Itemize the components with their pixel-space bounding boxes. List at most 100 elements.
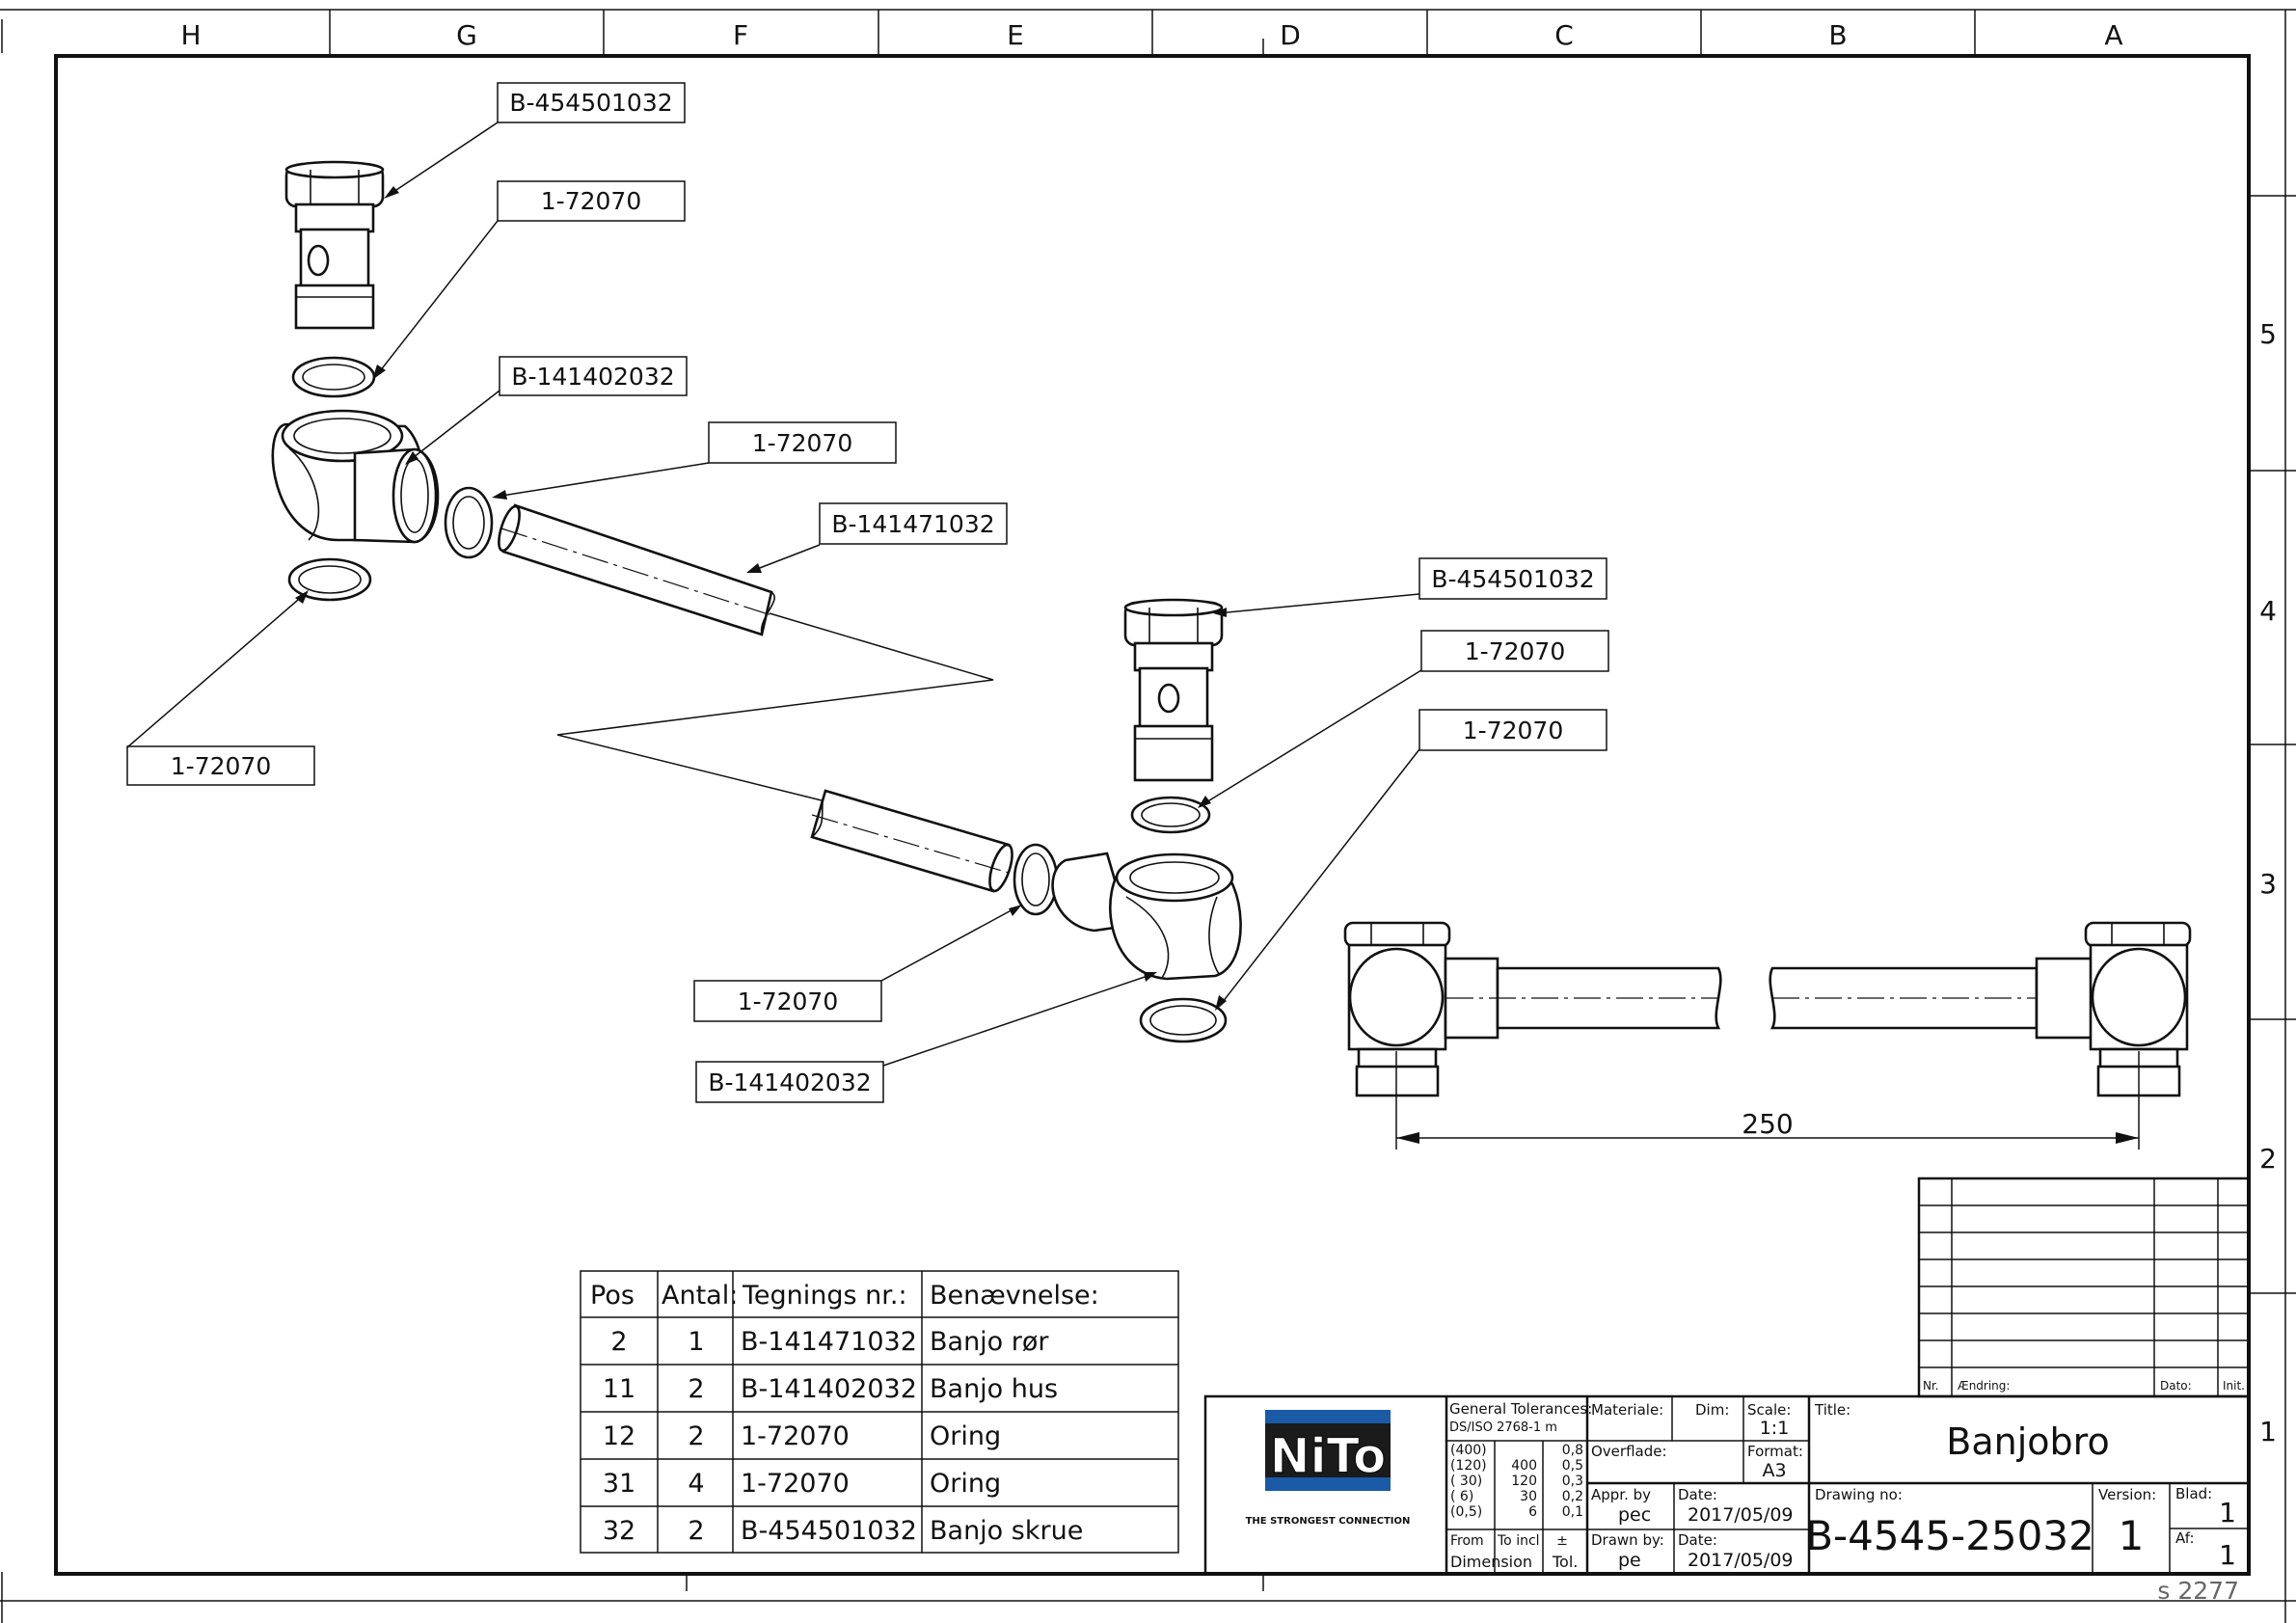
banjo-bolt-upper bbox=[284, 160, 385, 330]
footer-code: s 2277 bbox=[2157, 1577, 2239, 1605]
version-label: Version: bbox=[2098, 1486, 2156, 1503]
callout-box: B-141471032 bbox=[819, 502, 1008, 545]
approval-date-value: 2017/05/09 bbox=[1688, 1504, 1794, 1526]
bom-cell-drawing-no: 1-72070 bbox=[741, 1469, 850, 1499]
callout-box: 1-72070 bbox=[1418, 709, 1607, 751]
bom-row: 2 1 B-141471032 Banjo rør bbox=[610, 1327, 1049, 1357]
exploded-assembly-upper bbox=[271, 160, 775, 636]
bom-row: 32 2 B-454501032 Banjo skrue bbox=[603, 1516, 1083, 1546]
tolerance-to-value: 120 bbox=[1511, 1474, 1537, 1489]
drawn-by-label: Drawn by: bbox=[1591, 1531, 1664, 1549]
logo-tagline: THE STRONGEST CONNECTION bbox=[1246, 1516, 1411, 1527]
callout-box: 1-72070 bbox=[708, 421, 897, 464]
bom-cell-qty: 2 bbox=[688, 1516, 704, 1546]
o-ring bbox=[1013, 843, 1059, 916]
tolerance-table: (400) (120) ( 30) ( 6) (0,5) 400 120 30 … bbox=[1450, 1443, 1583, 1520]
bill-of-materials: Pos Antal: Tegnings nr.: Benævnelse: 2 1… bbox=[580, 1270, 1179, 1554]
bom-cell-pos: 32 bbox=[603, 1516, 635, 1546]
approved-by-value: pec bbox=[1618, 1504, 1651, 1526]
o-ring bbox=[1130, 796, 1211, 834]
callout-label: 1-72070 bbox=[1463, 717, 1563, 744]
sheet-frame bbox=[0, 9, 2296, 1623]
bom-row: 11 2 B-141402032 Banjo hus bbox=[603, 1374, 1058, 1404]
bom-cell-description: Oring bbox=[930, 1469, 1001, 1499]
callout-label: B-454501032 bbox=[509, 89, 672, 117]
bom-cell-pos: 12 bbox=[603, 1421, 635, 1451]
callout-box: 1-72070 bbox=[126, 745, 315, 786]
banjo-bolt-lower bbox=[1123, 598, 1224, 782]
drawn-date-value: 2017/05/09 bbox=[1688, 1550, 1794, 1571]
drawing-title: Banjobro bbox=[1946, 1420, 2109, 1463]
bom-cell-drawing-no: 1-72070 bbox=[741, 1421, 850, 1451]
tolerance-standard: DS/ISO 2768-1 m bbox=[1449, 1420, 1557, 1435]
callout-box: 1-72070 bbox=[693, 980, 882, 1022]
assembled-view: 250 bbox=[1343, 921, 2192, 1150]
bom-cell-pos: 11 bbox=[603, 1374, 635, 1404]
callout-label: B-141402032 bbox=[511, 363, 674, 391]
title-label: Title: bbox=[1814, 1401, 1850, 1419]
zone-col-label: E bbox=[1007, 19, 1024, 51]
approved-by-label: Appr. by bbox=[1591, 1486, 1651, 1503]
drawing-no-label: Drawing no: bbox=[1815, 1486, 1903, 1503]
company-logo: NiTo THE STRONGEST CONNECTION bbox=[1246, 1410, 1411, 1527]
callout-box: B-454501032 bbox=[497, 82, 686, 123]
callout-label: 1-72070 bbox=[1465, 637, 1565, 665]
tolerance-value: 0,3 bbox=[1562, 1474, 1583, 1489]
drawn-date-label: Date: bbox=[1678, 1531, 1717, 1549]
sheet-label: Blad: bbox=[2175, 1485, 2212, 1502]
bom-cell-qty: 2 bbox=[688, 1374, 704, 1404]
sheet-value: 1 bbox=[2219, 1497, 2236, 1528]
bom-cell-qty: 2 bbox=[688, 1421, 704, 1451]
of-value: 1 bbox=[2219, 1539, 2236, 1571]
callout-label: B-454501032 bbox=[1431, 565, 1594, 593]
callout-label: 1-72070 bbox=[752, 429, 852, 457]
tolerance-from-value: (400) bbox=[1450, 1443, 1487, 1458]
bom-cell-description: Banjo hus bbox=[930, 1374, 1058, 1404]
zone-col-label: C bbox=[1554, 19, 1574, 51]
zone-col-label: B bbox=[1828, 19, 1847, 51]
banjo-tube-upper bbox=[498, 503, 775, 636]
bom-row: 12 2 1-72070 Oring bbox=[603, 1421, 1001, 1451]
dimension-250: 250 bbox=[1395, 1051, 2140, 1150]
bom-header-cell: Benævnelse: bbox=[930, 1281, 1099, 1311]
from-label: From bbox=[1450, 1533, 1484, 1549]
leader-lines bbox=[126, 122, 1422, 1067]
plusminus-label: ± bbox=[1556, 1533, 1568, 1549]
tol-label: Tol. bbox=[1552, 1553, 1578, 1571]
o-ring bbox=[287, 557, 372, 602]
drawing-number: B-4545-25032 bbox=[1805, 1512, 2094, 1559]
tolerance-to-value: 6 bbox=[1528, 1504, 1537, 1520]
callout-box: B-141402032 bbox=[695, 1061, 884, 1103]
zone-row-label: 1 bbox=[2259, 1416, 2277, 1447]
dimension-value: 250 bbox=[1742, 1108, 1793, 1140]
callout-label: B-141471032 bbox=[831, 510, 994, 538]
title-block: NiTo THE STRONGEST CONNECTION General To… bbox=[1203, 1394, 2251, 1576]
tolerance-value: 0,1 bbox=[1562, 1504, 1583, 1520]
bom-row: 31 4 1-72070 Oring bbox=[603, 1469, 1001, 1499]
bom-cell-description: Banjo skrue bbox=[930, 1516, 1083, 1546]
revision-nr-label: Nr. bbox=[1923, 1379, 1939, 1393]
zone-row-label: 3 bbox=[2259, 868, 2277, 900]
general-tolerances-label: General Tolerances: bbox=[1449, 1400, 1592, 1418]
bom-cell-description: Banjo rør bbox=[930, 1327, 1049, 1357]
version-value: 1 bbox=[2119, 1512, 2145, 1559]
drawn-by-value: pe bbox=[1618, 1550, 1641, 1571]
tube-break-line bbox=[556, 612, 994, 801]
bom-header-cell: Pos bbox=[590, 1281, 635, 1311]
zone-col-label: G bbox=[456, 19, 477, 51]
callout-box: B-454501032 bbox=[1418, 557, 1607, 600]
scale-label: Scale: bbox=[1747, 1401, 1791, 1419]
zone-col-label: H bbox=[180, 19, 201, 51]
tolerance-value: 0,2 bbox=[1562, 1489, 1583, 1504]
banjo-tube-lower bbox=[810, 789, 1013, 893]
approval-date-label: Date: bbox=[1678, 1486, 1717, 1503]
zone-row-label: 2 bbox=[2259, 1143, 2277, 1175]
bom-cell-qty: 4 bbox=[688, 1469, 704, 1499]
assembled-tube bbox=[1446, 966, 2093, 1030]
logo-wordmark: NiTo bbox=[1270, 1428, 1387, 1484]
o-ring bbox=[1139, 997, 1228, 1043]
bom-header-row: Pos Antal: Tegnings nr.: Benævnelse: bbox=[590, 1281, 1099, 1311]
exploded-assembly-lower bbox=[810, 598, 1242, 1043]
tolerance-from-value: (0,5) bbox=[1450, 1504, 1482, 1520]
